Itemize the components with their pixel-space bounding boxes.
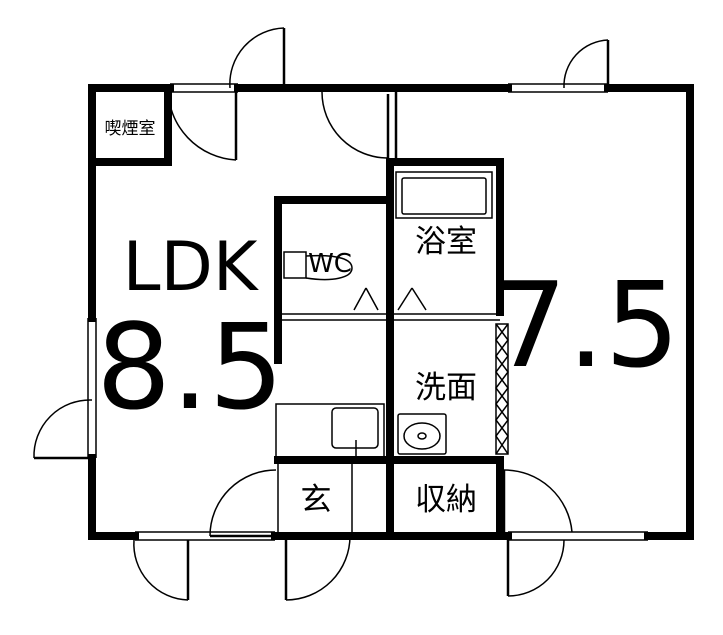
storage-label: 収納 xyxy=(415,482,477,518)
left-exterior-door xyxy=(33,399,93,460)
toilet-fixture xyxy=(283,251,353,281)
entrance-label: 玄 xyxy=(301,482,332,518)
smoking-room-door xyxy=(167,87,238,161)
entrance-inner-door xyxy=(209,469,277,538)
wc-door xyxy=(353,287,379,311)
doors xyxy=(33,27,610,601)
bathroom-door xyxy=(397,287,427,311)
smoking-room-label: 喫煙室 xyxy=(105,119,156,139)
ldk-size-label: 8.5 xyxy=(96,298,284,436)
bathtub-fixture xyxy=(395,171,493,219)
windows xyxy=(86,82,648,542)
washbasin-fixture xyxy=(397,413,447,455)
wc-label: WC xyxy=(308,249,352,279)
ldk-bedroom-door xyxy=(321,91,390,159)
ldk-label: LDK xyxy=(123,228,260,307)
top-right-exterior-door xyxy=(563,39,610,89)
top-left-exterior-door xyxy=(229,27,286,89)
washroom-label: 洗面 xyxy=(415,370,477,406)
entrance-door xyxy=(284,535,351,601)
storage-door xyxy=(502,469,573,533)
bathroom-label: 浴室 xyxy=(415,224,477,260)
bedroom-size-label: 7.5 xyxy=(492,256,680,394)
bottom-left-exterior-door xyxy=(133,539,190,601)
partition-lines xyxy=(277,92,500,532)
bottom-right-exterior-door xyxy=(506,539,565,597)
washroom-closet-folding-door xyxy=(495,323,509,455)
kitchen-counter xyxy=(275,403,385,461)
fixtures xyxy=(275,171,509,461)
